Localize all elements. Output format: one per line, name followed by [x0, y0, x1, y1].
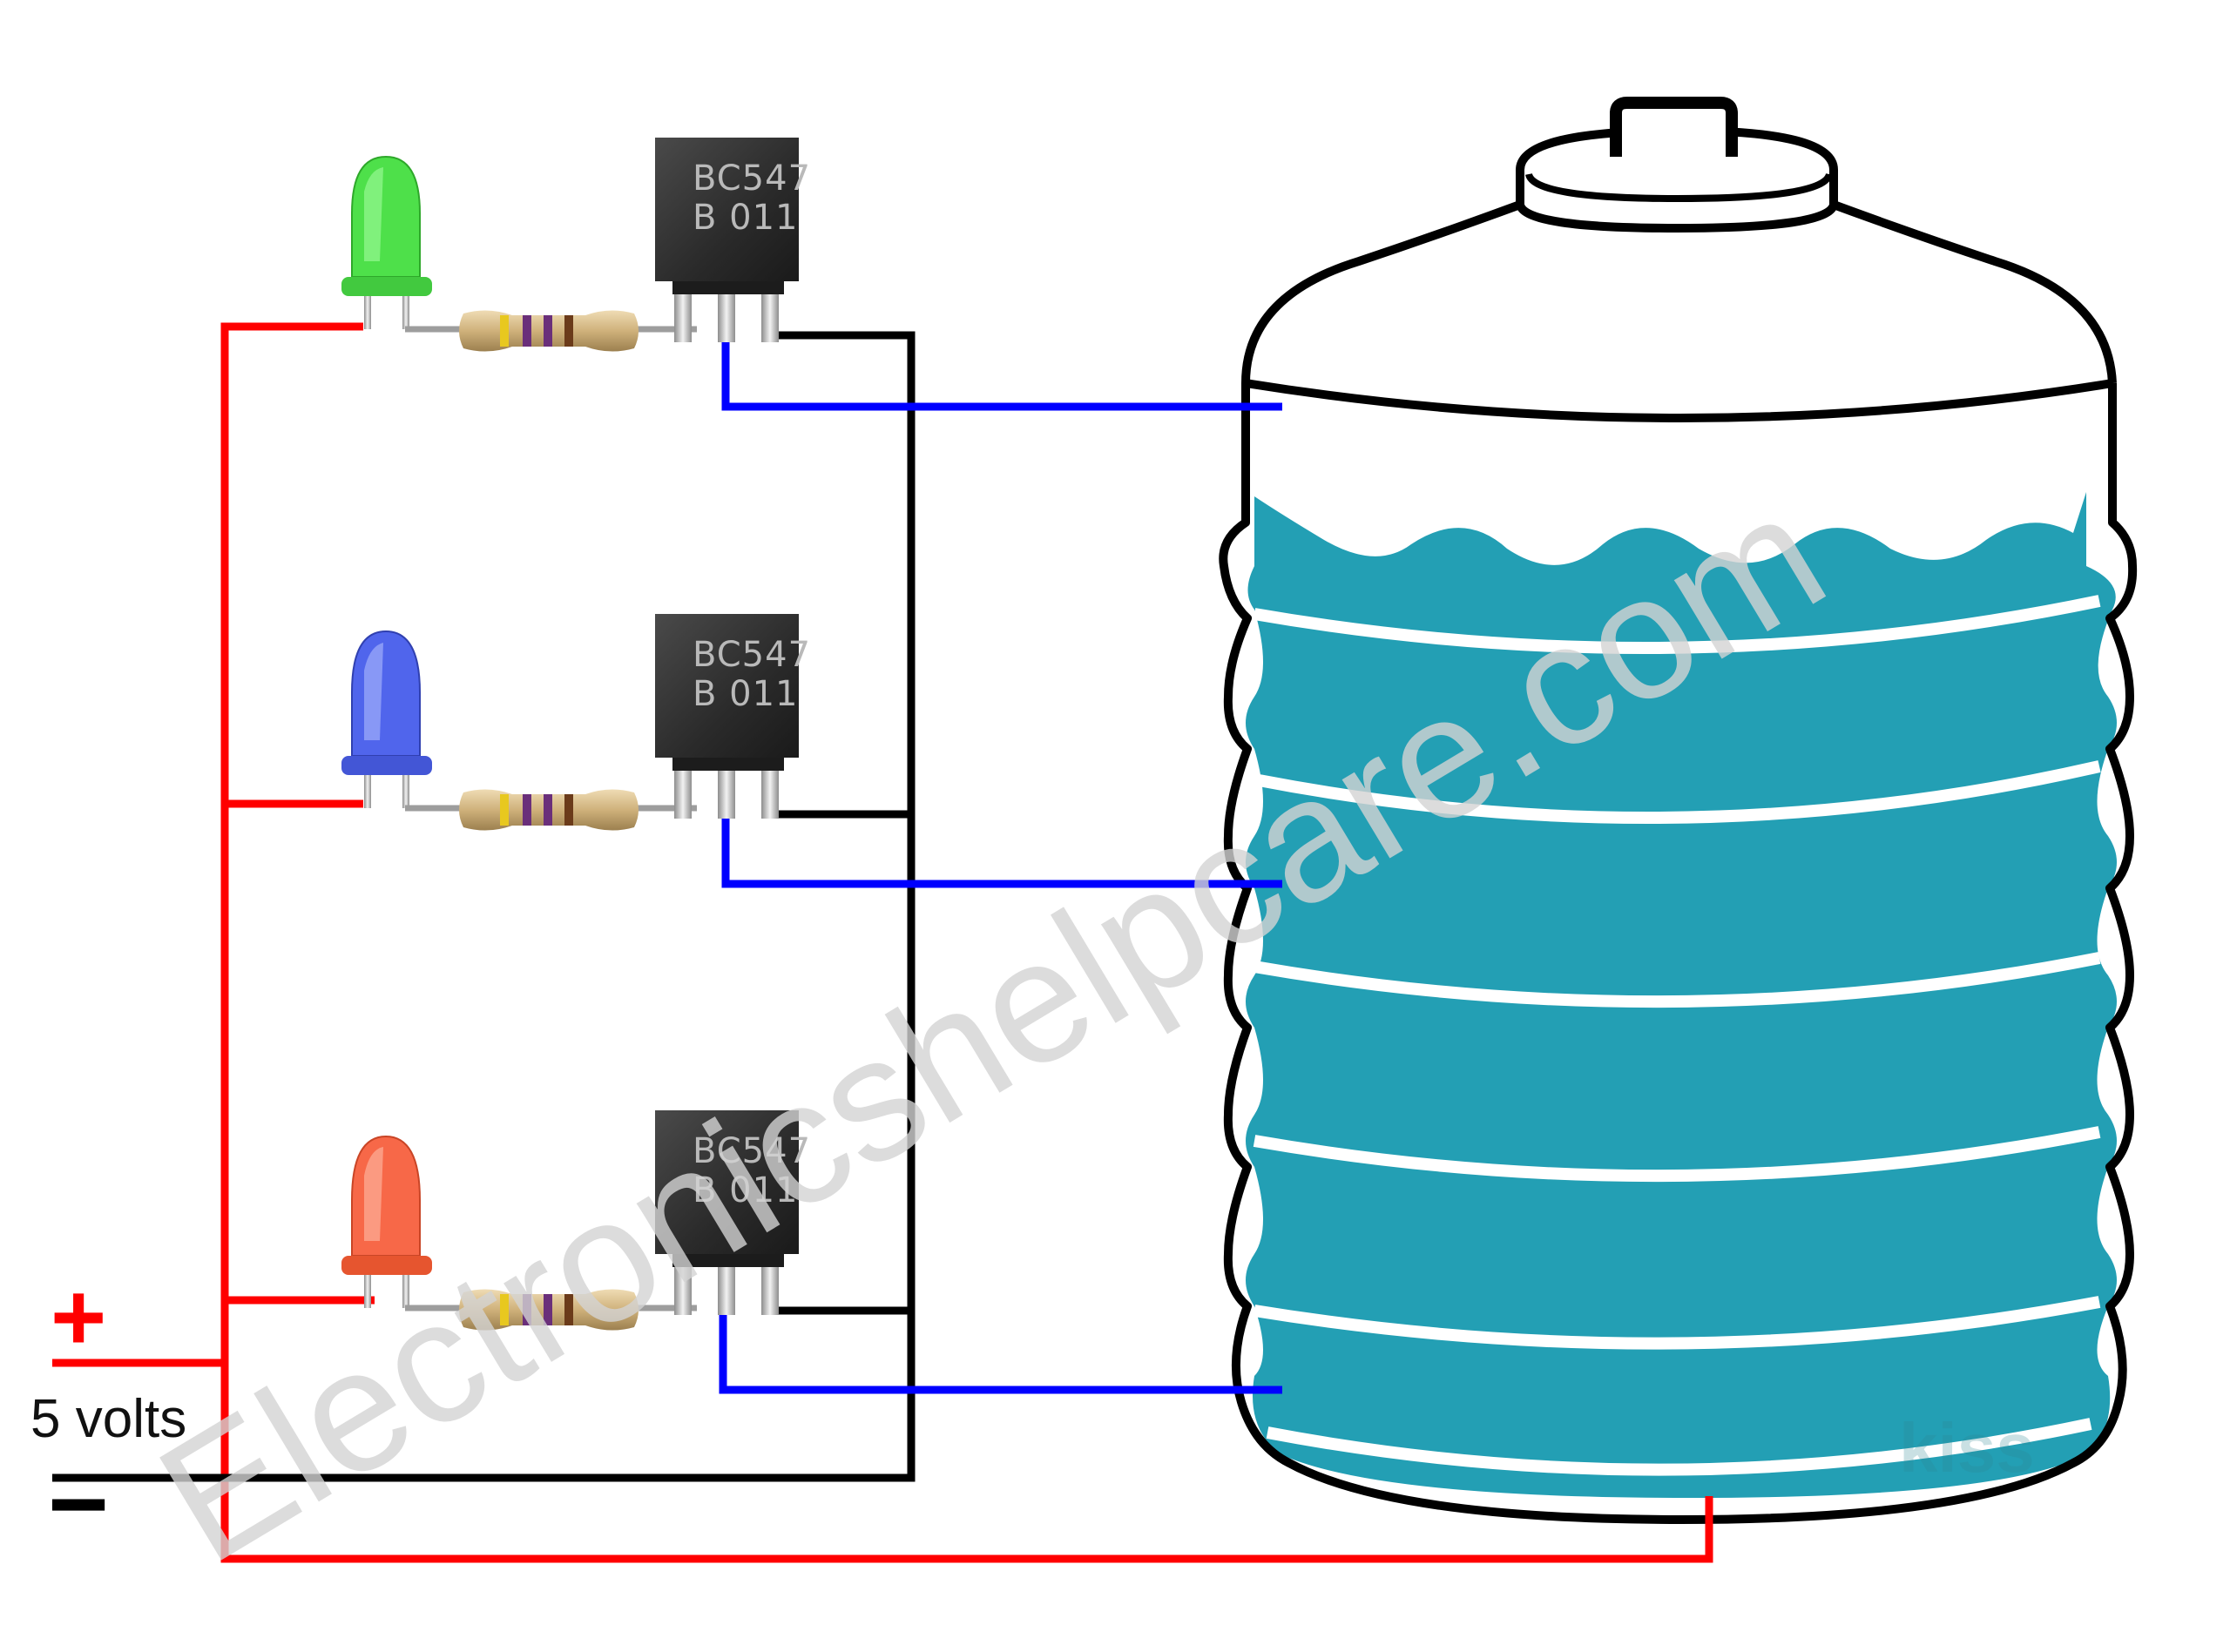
corner-mark: kiss	[1899, 1409, 2035, 1487]
tank-lid	[1516, 97, 1838, 233]
transistor-1: BC547 B 011	[655, 138, 811, 342]
stage-red: BC547 B 011	[341, 1110, 811, 1331]
led-blue	[341, 630, 432, 808]
transistor-3-label-line1: BC547	[693, 1131, 811, 1171]
transistor-3-label-line2: B 011	[693, 1170, 799, 1210]
transistor-2-label-line1: BC547	[693, 635, 811, 675]
ground-wire	[52, 331, 916, 1482]
plus-sign: +	[51, 1264, 106, 1371]
led-red	[341, 1135, 432, 1308]
transistor-1-label-line1: BC547	[693, 158, 811, 199]
transistor-2: BC547 B 011	[655, 614, 811, 819]
led-green	[341, 155, 432, 329]
transistor-1-label-line2: B 011	[693, 198, 799, 238]
minus-sign: −	[48, 1446, 109, 1562]
stage-green: BC547 B 011	[341, 138, 811, 352]
resistor-3	[405, 1289, 697, 1331]
water-fill	[1246, 492, 2117, 1498]
resistor-1	[405, 310, 697, 352]
stage-blue: BC547 B 011	[341, 614, 811, 831]
voltage-label: 5 volts	[30, 1389, 186, 1449]
positive-wire	[52, 322, 1713, 1563]
tank-ribs	[1253, 595, 2101, 1476]
transistor-3: BC547 B 011	[655, 1110, 811, 1315]
water-tank: kiss	[1219, 97, 2138, 1524]
power-supply-labels: + 5 volts −	[30, 1264, 186, 1562]
transistor-2-label-line2: B 011	[693, 674, 799, 714]
resistor-2	[405, 789, 697, 831]
probe-wires	[719, 329, 1282, 1394]
